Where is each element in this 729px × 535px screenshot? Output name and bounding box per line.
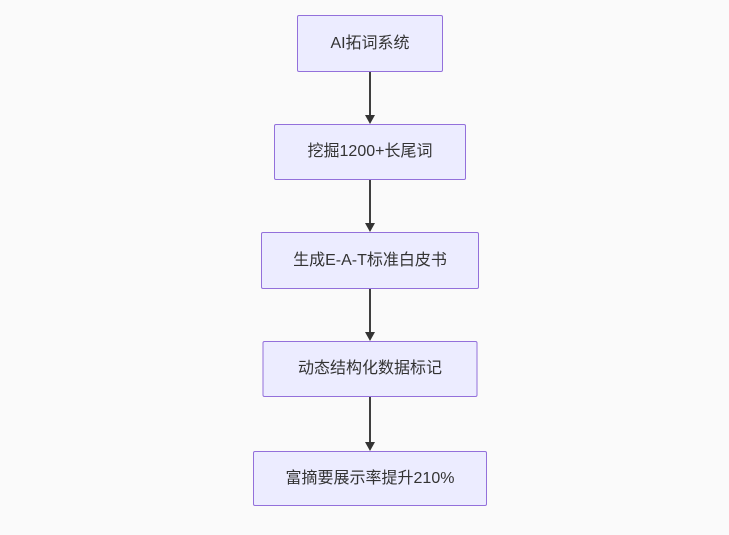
flow-node-eat-whitepaper: 生成E-A-T标准白皮书 <box>261 232 479 289</box>
edge-line-n4-n5 <box>369 397 371 442</box>
flow-node-label: 生成E-A-T标准白皮书 <box>293 251 447 269</box>
edge-line-n2-n3 <box>369 180 371 223</box>
arrowhead-down-icon <box>365 115 375 124</box>
flow-node-label: 动态结构化数据标记 <box>297 360 442 377</box>
arrowhead-down-icon <box>365 223 375 232</box>
flow-node-structured-data-markup: 动态结构化数据标记 <box>262 341 478 397</box>
flow-node-rich-snippet-result: 富摘要展示率提升210% <box>253 451 487 506</box>
flow-node-label: 富摘要展示率提升210% <box>285 469 455 487</box>
arrowhead-down-icon <box>365 332 375 341</box>
flow-node-label: 挖掘1200+长尾词 <box>307 143 433 160</box>
edge-line-n1-n2 <box>369 72 371 115</box>
flow-node-longtail-keywords: 挖掘1200+长尾词 <box>274 124 466 180</box>
edge-line-n3-n4 <box>369 289 371 332</box>
arrowhead-down-icon <box>365 442 375 451</box>
flow-node-label: AI拓词系统 <box>330 34 410 52</box>
flow-node-ai-word-system: AI拓词系统 <box>297 15 443 72</box>
